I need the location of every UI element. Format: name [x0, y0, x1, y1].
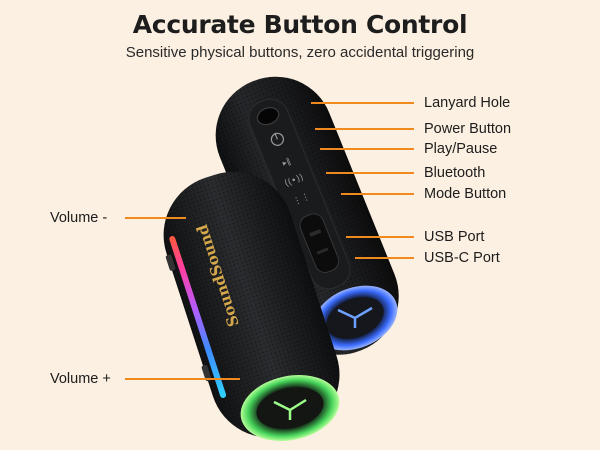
page-title: Accurate Button Control — [132, 10, 468, 39]
leader-volume-plus — [125, 378, 240, 380]
leader-power-button — [315, 128, 414, 130]
callout-usb-c-port: USB-C Port — [424, 250, 500, 266]
leader-lanyard-hole — [311, 102, 414, 104]
play-pause-icon: ▸‖ — [281, 156, 292, 167]
leader-volume-minus — [125, 217, 186, 219]
speaker-back: ▸‖ ((•)) ⋮⋮ — [215, 76, 399, 355]
callout-bluetooth: Bluetooth — [424, 165, 486, 181]
callout-mode-button: Mode Button — [424, 186, 507, 202]
callout-lanyard-hole: Lanyard Hole — [424, 95, 511, 111]
callout-volume-minus: Volume - — [50, 210, 108, 226]
callout-usb-port: USB Port — [424, 229, 485, 245]
leader-mode-button — [341, 193, 414, 195]
leader-usb-c-port — [355, 257, 414, 259]
speaker-front: SoundSound — [163, 171, 340, 438]
callout-volume-plus: Volume + — [50, 371, 111, 387]
leader-bluetooth — [326, 172, 414, 174]
page-subtitle: Sensitive physical buttons, zero acciden… — [125, 44, 475, 61]
callout-power-button: Power Button — [424, 121, 512, 137]
leader-play-pause — [320, 148, 414, 150]
callout-play-pause: Play/Pause — [424, 141, 498, 157]
leader-usb-port — [346, 236, 414, 238]
